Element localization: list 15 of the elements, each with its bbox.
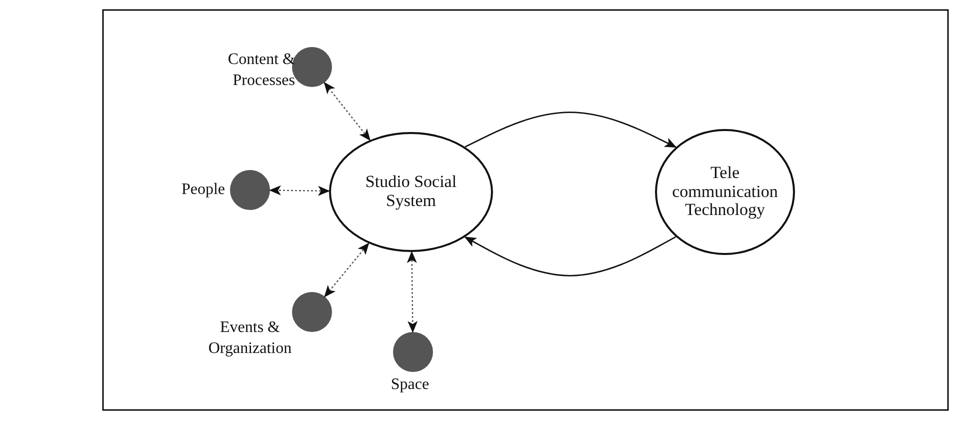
node-label: Tele communication Technology <box>671 164 779 220</box>
node-caption: Events & Organization <box>207 318 293 359</box>
node-caption: Space <box>390 375 430 395</box>
node-label: Studio Social System <box>364 173 458 211</box>
arrow <box>464 236 676 276</box>
arrow <box>406 251 418 333</box>
arrow <box>464 112 677 148</box>
circle-node <box>393 332 433 372</box>
arrow <box>324 242 370 298</box>
circle-node <box>230 170 270 210</box>
node-caption: Content & Processes <box>226 50 295 91</box>
arrow <box>324 82 370 141</box>
arrow <box>269 185 330 196</box>
circle-node <box>292 292 332 332</box>
node-caption: People <box>180 180 225 200</box>
